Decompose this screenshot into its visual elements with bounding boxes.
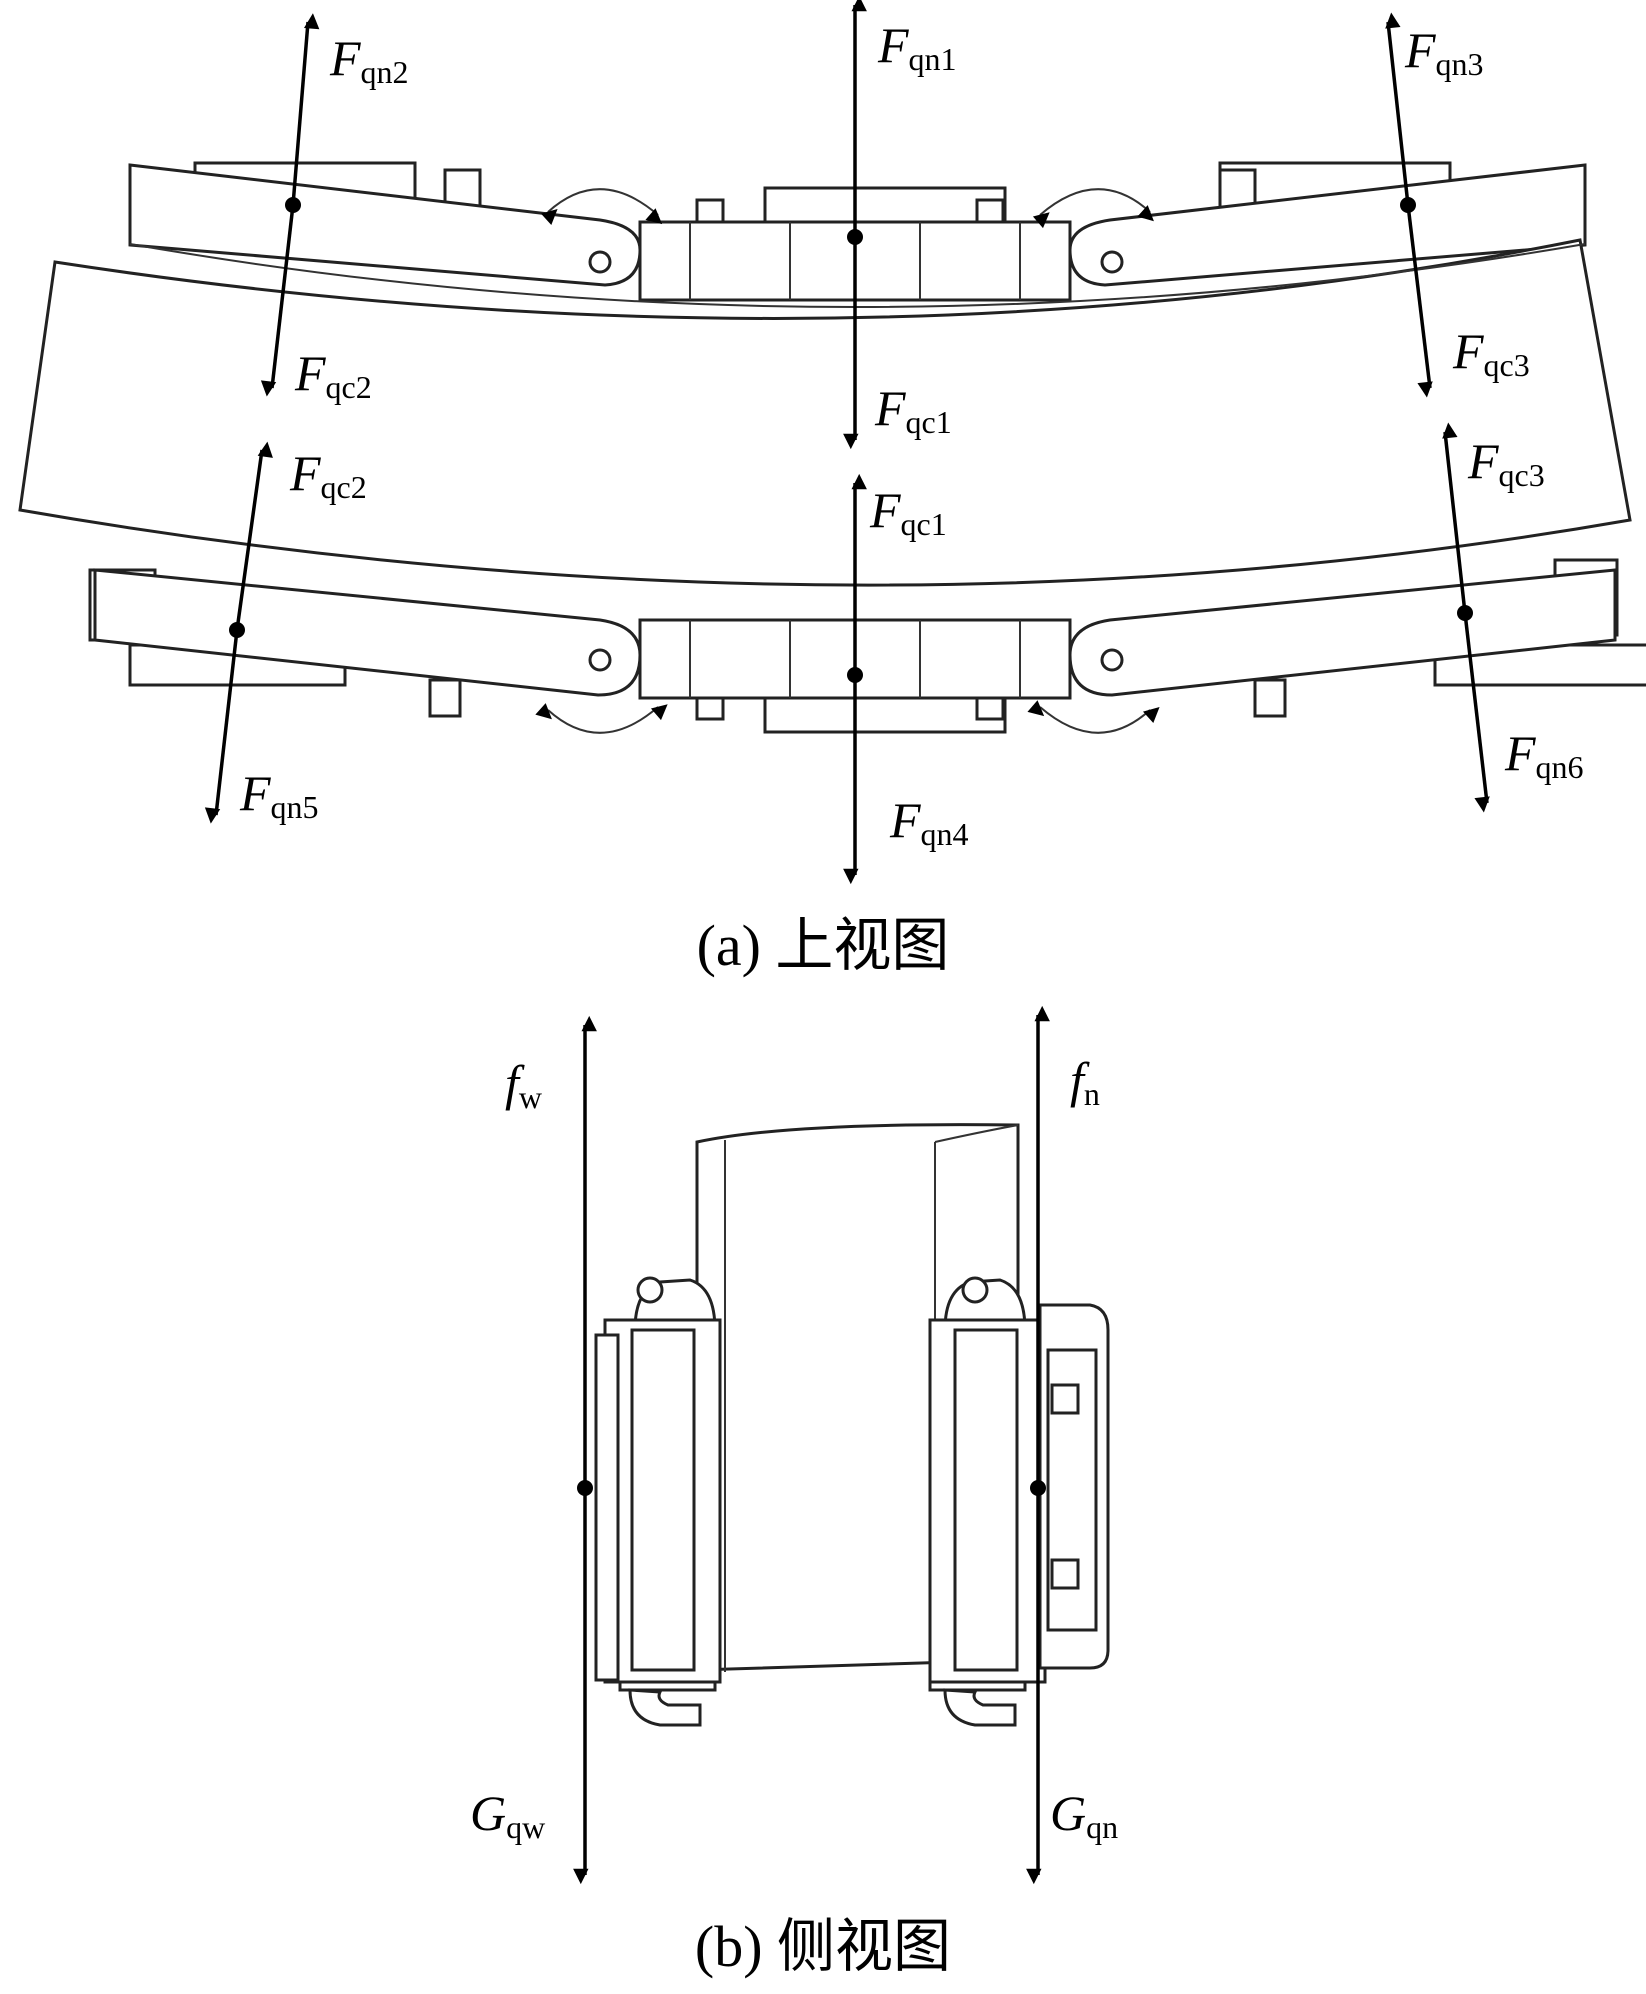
side-view-force-arrows bbox=[573, 1005, 1050, 1885]
right-track-top-pin bbox=[961, 1276, 989, 1304]
pin-lower-right bbox=[1100, 648, 1124, 672]
arrow-fqc2-upper bbox=[260, 204, 295, 397]
upper-center-boss bbox=[763, 186, 1007, 226]
arrow-fqn3 bbox=[1385, 12, 1410, 206]
label-fqn6: Fqn6 bbox=[1504, 725, 1584, 785]
label-fqc1-upper: Fqc1 bbox=[874, 380, 952, 440]
point-fqn5 bbox=[229, 622, 245, 638]
rotation-arc-upper-right bbox=[1032, 188, 1154, 229]
label-gqw: Gqw bbox=[470, 1785, 545, 1845]
label-fqn5: Fqn5 bbox=[239, 765, 319, 825]
label-fqn1: Fqn1 bbox=[877, 17, 957, 77]
arrow-fqc3-upper bbox=[1406, 204, 1433, 398]
rotation-arc-lower-right bbox=[1027, 700, 1160, 734]
left-track-hook bbox=[628, 1688, 702, 1727]
caption-top-view: (a) 上视图 bbox=[697, 913, 950, 978]
label-fn: fn bbox=[1070, 1052, 1100, 1112]
left-track-top-pin bbox=[636, 1276, 664, 1304]
lower-right-stud bbox=[1253, 678, 1287, 718]
side-view-drawing bbox=[594, 1123, 1110, 1727]
main-curved-beam bbox=[18, 238, 1632, 587]
label-fqc2-upper: Fqc2 bbox=[294, 345, 372, 405]
point-fqn3 bbox=[1400, 197, 1416, 213]
arrow-fqn6 bbox=[1463, 612, 1490, 813]
point-fqn1 bbox=[847, 229, 863, 245]
label-fqc3-lower: Fqc3 bbox=[1467, 433, 1545, 493]
point-fqn6 bbox=[1457, 605, 1473, 621]
label-fqc3-upper: Fqc3 bbox=[1452, 323, 1530, 383]
top-view-labels: Fqn2 Fqn1 Fqn3 Fqc2 Fqc1 Fqc3 Fqc2 Fqc1 … bbox=[239, 17, 1584, 852]
arrow-fqc3-lower bbox=[1442, 422, 1467, 614]
right-side-clamp-lower bbox=[1050, 1558, 1080, 1590]
right-track-hook bbox=[943, 1688, 1017, 1727]
label-fqn4: Fqn4 bbox=[889, 792, 969, 852]
point-fqn4 bbox=[847, 667, 863, 683]
rotation-arc-upper-left bbox=[540, 188, 663, 226]
pin-upper-left bbox=[588, 250, 612, 274]
label-fqc2-lower: Fqc2 bbox=[289, 445, 367, 505]
left-track-side-plate bbox=[594, 1333, 620, 1682]
point-left-side bbox=[577, 1480, 593, 1496]
side-view-labels: fw fn Gqw Gqn bbox=[470, 1052, 1118, 1845]
label-fw: fw bbox=[505, 1055, 542, 1115]
lower-center-boss bbox=[763, 692, 1007, 734]
left-track-belt bbox=[630, 1328, 696, 1672]
upper-right-stud bbox=[1218, 168, 1257, 210]
rotation-arc-lower-left bbox=[535, 703, 668, 734]
caption-side-view: (b) 侧视图 bbox=[695, 1914, 951, 1979]
pin-lower-left bbox=[588, 648, 612, 672]
point-right-side bbox=[1030, 1480, 1046, 1496]
pin-upper-right bbox=[1100, 250, 1124, 274]
arrow-fqn2 bbox=[291, 13, 320, 206]
arrow-fqc2-lower bbox=[235, 441, 273, 631]
right-track-belt bbox=[953, 1328, 1019, 1672]
top-view-force-arrows bbox=[204, 0, 1490, 885]
label-fqc1-lower: Fqc1 bbox=[869, 482, 947, 542]
lower-left-stud bbox=[428, 678, 462, 718]
label-fqn2: Fqn2 bbox=[329, 30, 409, 90]
top-view-drawing bbox=[18, 161, 1646, 734]
right-side-clamp-upper bbox=[1050, 1383, 1080, 1415]
point-fqn2 bbox=[285, 197, 301, 213]
label-fqn3: Fqn3 bbox=[1404, 22, 1484, 82]
arrow-fqn5 bbox=[204, 629, 239, 824]
label-gqn: Gqn bbox=[1050, 1785, 1118, 1845]
